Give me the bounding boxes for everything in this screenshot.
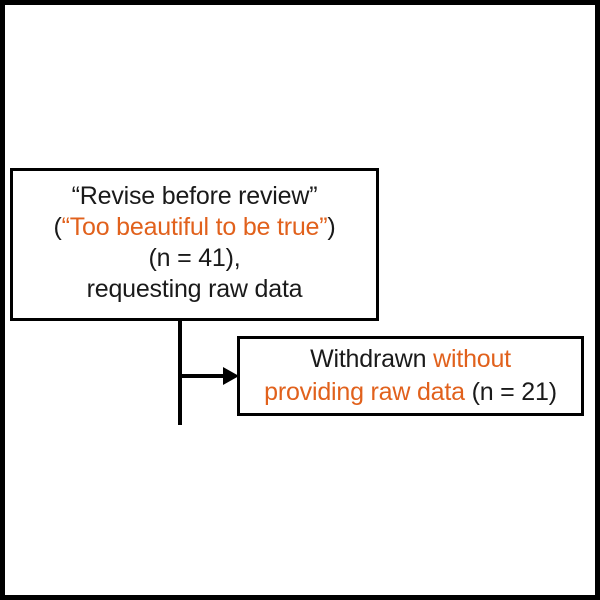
box-withdrawn-line-2-orange-text: providing raw data bbox=[264, 378, 472, 406]
box-withdrawn-sample-size: (n = 21) bbox=[471, 378, 557, 406]
box-revise-sample-size: (n = 41), bbox=[148, 243, 241, 272]
box-revise-line-2-open-paren: ( bbox=[53, 212, 62, 241]
box-withdrawn-line-1: Withdrawn without bbox=[310, 343, 511, 376]
flowchart-box-withdrawn-without-raw-data[interactable]: Withdrawn without providing raw data (n … bbox=[237, 336, 584, 416]
box-revise-line-2-close-paren: ) bbox=[327, 212, 336, 241]
arrow-right-icon bbox=[223, 367, 239, 385]
box-revise-line-4: requesting raw data bbox=[87, 274, 303, 305]
box-revise-line-4-text: requesting raw data bbox=[86, 274, 303, 303]
connector-horizontal-shaft bbox=[180, 374, 227, 378]
box-withdrawn-line-2: providing raw data (n = 21) bbox=[264, 376, 557, 409]
box-revise-line-1: “Revise before review” bbox=[72, 181, 318, 212]
box-withdrawn-line-1-orange-text: without bbox=[433, 345, 511, 373]
flowchart-box-revise-before-review[interactable]: “Revise before review” (“Too beautiful t… bbox=[10, 168, 379, 321]
box-revise-line-2: (“Too beautiful to be true”) bbox=[53, 212, 335, 243]
connector-vertical-stem bbox=[178, 320, 182, 425]
box-withdrawn-line-1-black-text: Withdrawn bbox=[310, 345, 434, 373]
box-revise-line-2-quote: “Too beautiful to be true” bbox=[61, 212, 328, 241]
box-revise-line-1-text: “Revise before review” bbox=[71, 181, 318, 210]
box-revise-line-3: (n = 41), bbox=[149, 243, 241, 274]
